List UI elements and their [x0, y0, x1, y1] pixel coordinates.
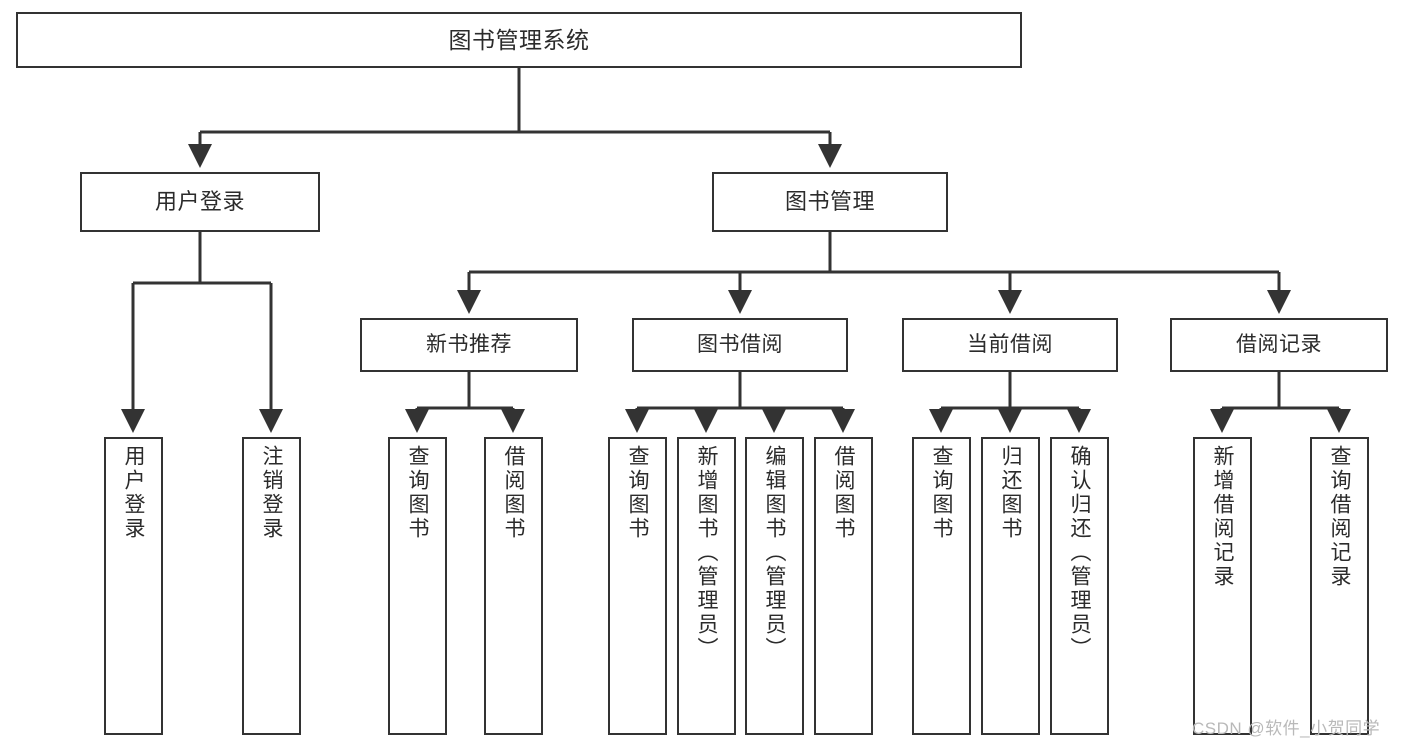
node-label: 归还图书 — [999, 445, 1022, 541]
node-book-borrow[interactable]: 图书借阅 — [632, 318, 848, 372]
node-label: 查询图书 — [406, 445, 429, 541]
node-label: 借阅图书 — [502, 445, 525, 541]
leaf-borrow-book[interactable]: 借阅图书 — [814, 437, 873, 735]
node-label: 查询借阅记录 — [1328, 445, 1351, 589]
node-label: 新增借阅记录 — [1211, 445, 1234, 589]
leaf-query-borrow-record[interactable]: 查询借阅记录 — [1310, 437, 1369, 735]
node-root-system[interactable]: 图书管理系统 — [16, 12, 1022, 68]
leaf-query-book-current[interactable]: 查询图书 — [912, 437, 971, 735]
leaf-add-borrow-record[interactable]: 新增借阅记录 — [1193, 437, 1252, 735]
node-label: 当前借阅 — [967, 332, 1053, 356]
node-label: 新书推荐 — [426, 332, 512, 356]
node-label: 图书管理 — [784, 189, 875, 215]
node-label: 新增图书（管理员） — [695, 445, 718, 661]
node-borrow-record[interactable]: 借阅记录 — [1170, 318, 1388, 372]
leaf-return-book[interactable]: 归还图书 — [981, 437, 1040, 735]
node-label: 图书借阅 — [697, 332, 783, 356]
node-user-login[interactable]: 用户登录 — [80, 172, 320, 232]
node-label: 注销登录 — [260, 445, 283, 541]
leaf-borrow-book-new[interactable]: 借阅图书 — [484, 437, 543, 735]
node-label: 用户登录 — [154, 189, 245, 215]
node-label: 用户登录 — [122, 445, 145, 541]
leaf-logout[interactable]: 注销登录 — [242, 437, 301, 735]
leaf-user-login[interactable]: 用户登录 — [104, 437, 163, 735]
node-label: 借阅记录 — [1236, 332, 1322, 356]
watermark: CSDN @软件_小贺同学 — [1192, 719, 1381, 738]
node-label: 查询图书 — [626, 445, 649, 541]
leaf-confirm-return-admin[interactable]: 确认归还（管理员） — [1050, 437, 1109, 735]
leaf-add-book-admin[interactable]: 新增图书（管理员） — [677, 437, 736, 735]
leaf-edit-book-admin[interactable]: 编辑图书（管理员） — [745, 437, 804, 735]
leaf-query-book-new[interactable]: 查询图书 — [388, 437, 447, 735]
node-current-borrow[interactable]: 当前借阅 — [902, 318, 1118, 372]
leaf-query-book-borrow[interactable]: 查询图书 — [608, 437, 667, 735]
node-label: 编辑图书（管理员） — [763, 445, 786, 661]
node-new-book-recommend[interactable]: 新书推荐 — [360, 318, 578, 372]
node-label: 图书管理系统 — [448, 26, 590, 53]
node-label: 确认归还（管理员） — [1068, 445, 1091, 661]
node-label: 借阅图书 — [832, 445, 855, 541]
node-book-management[interactable]: 图书管理 — [712, 172, 948, 232]
node-label: 查询图书 — [930, 445, 953, 541]
